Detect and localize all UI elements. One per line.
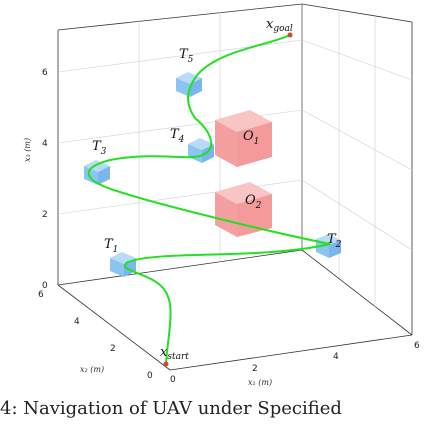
waypoint-t1-label: T1 [104,237,118,255]
y-axis-label: x₂ (m) [80,365,104,374]
start-label: xstart [160,345,189,362]
x-tick-label: 2 [252,364,258,374]
obstacle-o1: O1 [215,110,272,167]
waypoint-t2-label: T2 [327,232,342,250]
trajectory-path [87,34,331,365]
y-tick-label: 2 [110,344,116,354]
x-axis-ticks: 0 2 4 6 [170,341,420,385]
figure-caption: 4: Navigation of UAV under Specified [0,398,342,419]
goal-marker [287,32,293,38]
waypoint-t2 [316,234,341,258]
trajectory-figure: O1 O2 T1 T2 T3 T4 [23,3,420,387]
z-tick-label: 0 [42,281,48,291]
obstacle-o2: O2 [215,182,272,237]
y-tick-label: 6 [38,290,44,300]
axes-box [57,3,413,371]
x-axis-label: x₁ (m) [248,378,272,387]
z-tick-label: 6 [42,68,48,78]
waypoint-t4-label: T4 [170,127,185,145]
waypoint-t5-label: T5 [179,47,194,65]
start-marker [163,361,169,367]
waypoint-t3-label: T3 [92,139,107,157]
x-tick-label: 4 [333,352,339,362]
y-tick-label: 0 [147,371,153,381]
x-tick-label: 0 [170,375,176,385]
obstacle-o1-label: O1 [243,129,259,147]
y-axis-ticks: 0 2 4 6 [38,290,153,381]
z-tick-label: 2 [42,210,48,220]
x-tick-label: 6 [414,341,420,351]
obstacle-o2-label: O2 [245,193,262,211]
y-tick-label: 4 [74,317,80,327]
goal-label: xgoal [266,17,293,34]
z-tick-label: 4 [42,139,48,149]
waypoint-t1 [110,252,136,277]
z-axis-ticks: 0 2 4 6 [42,68,48,291]
z-axis-label: x₃ (m) [23,138,32,162]
